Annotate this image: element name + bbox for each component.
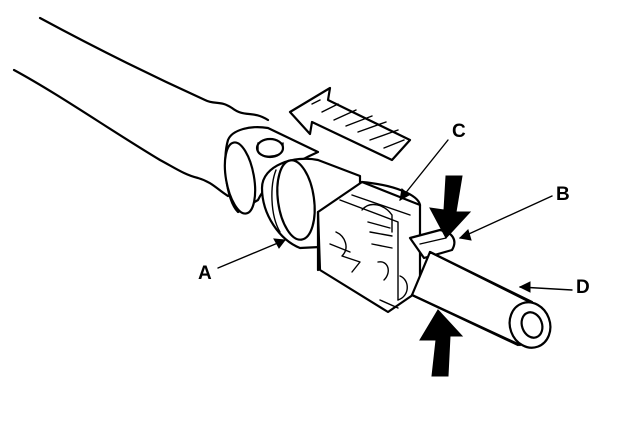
squeeze-arrow-top: [429, 175, 472, 239]
latch-tab-b: [408, 228, 456, 260]
push-direction-arrow: [288, 86, 412, 162]
label-c: C: [452, 121, 466, 142]
leader-lines: [217, 139, 573, 293]
label-d: D: [576, 277, 590, 298]
hose-body: [12, 16, 270, 198]
retainer-clamp: [316, 180, 422, 314]
squeeze-arrow-bottom: [419, 309, 464, 377]
label-b: B: [556, 184, 570, 205]
label-a: A: [198, 263, 212, 284]
tube-d: [410, 250, 552, 349]
